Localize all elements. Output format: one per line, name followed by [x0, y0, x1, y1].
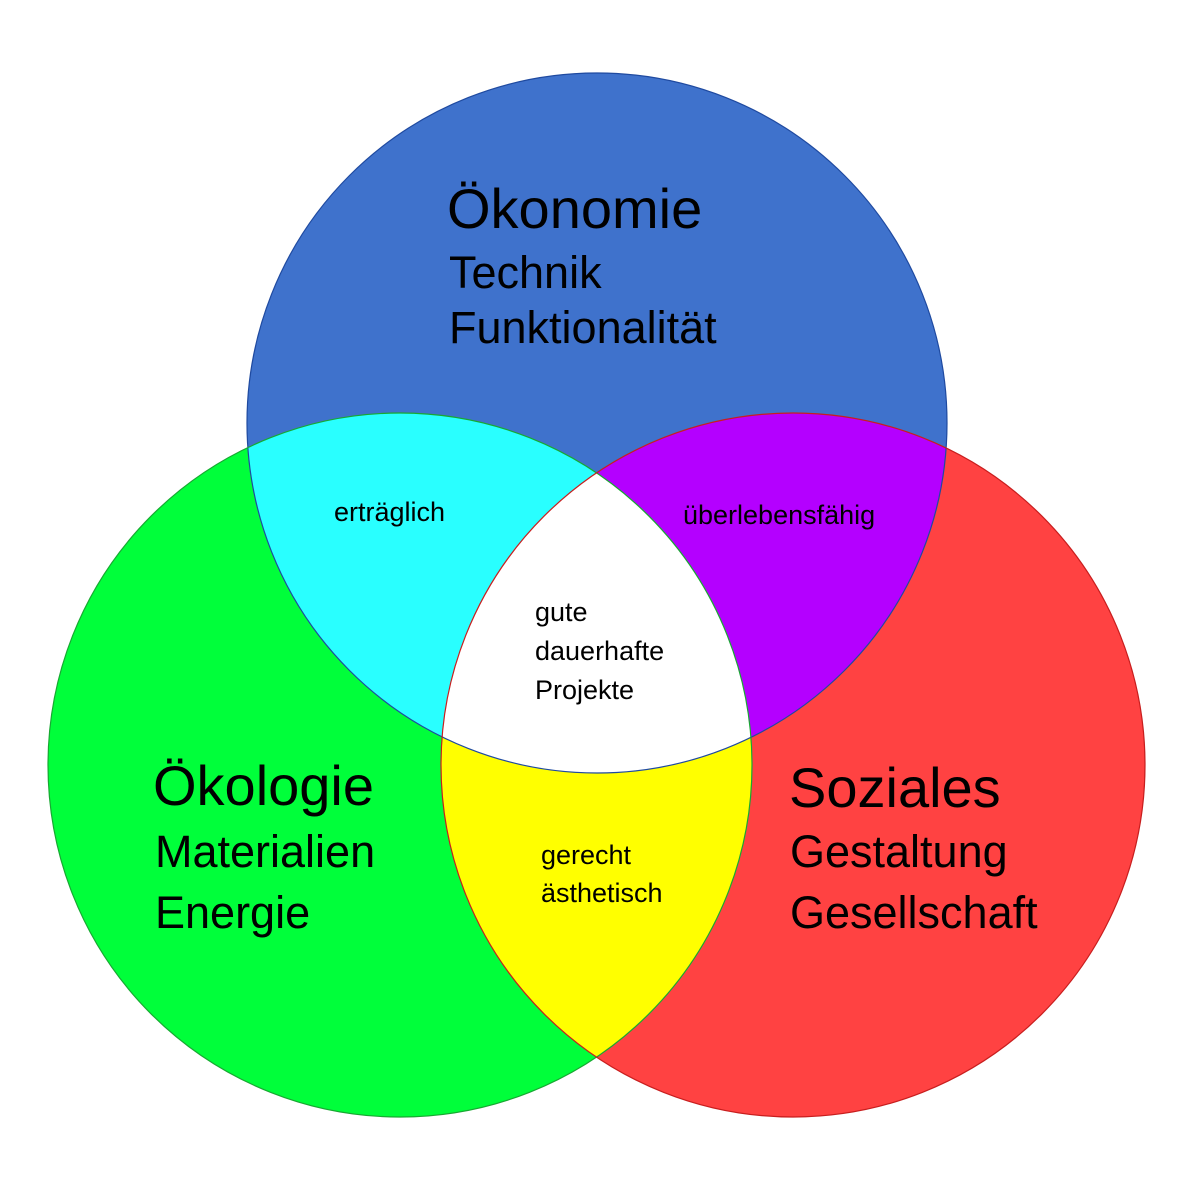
economy-line-1: Technik — [449, 247, 602, 298]
ecology-outline — [47, 412, 753, 1118]
economy-outline — [246, 72, 948, 774]
social-line-2: Gesellschaft — [790, 887, 1038, 938]
economy-social-label: überlebensfähig — [683, 500, 875, 530]
ecology-line-2: Energie — [155, 887, 310, 938]
economy-title: Ökonomie — [447, 177, 702, 240]
ecology-title: Ökologie — [153, 754, 374, 817]
economy-ecology-label: erträglich — [334, 497, 445, 527]
center-label-2: dauerhafte — [535, 636, 664, 666]
ecology-social-label-1: gerecht — [541, 840, 632, 870]
center-label-3: Projekte — [535, 675, 634, 705]
social-outline — [440, 412, 1146, 1118]
economy-line-2: Funktionalität — [449, 302, 717, 353]
ecology-line-1: Materialien — [155, 826, 375, 877]
social-title: Soziales — [789, 756, 1001, 819]
ecology-social-label-2: ästhetisch — [541, 878, 663, 908]
social-line-1: Gestaltung — [790, 826, 1008, 877]
center-label-1: gute — [535, 597, 588, 627]
center-overlap — [441, 413, 752, 773]
